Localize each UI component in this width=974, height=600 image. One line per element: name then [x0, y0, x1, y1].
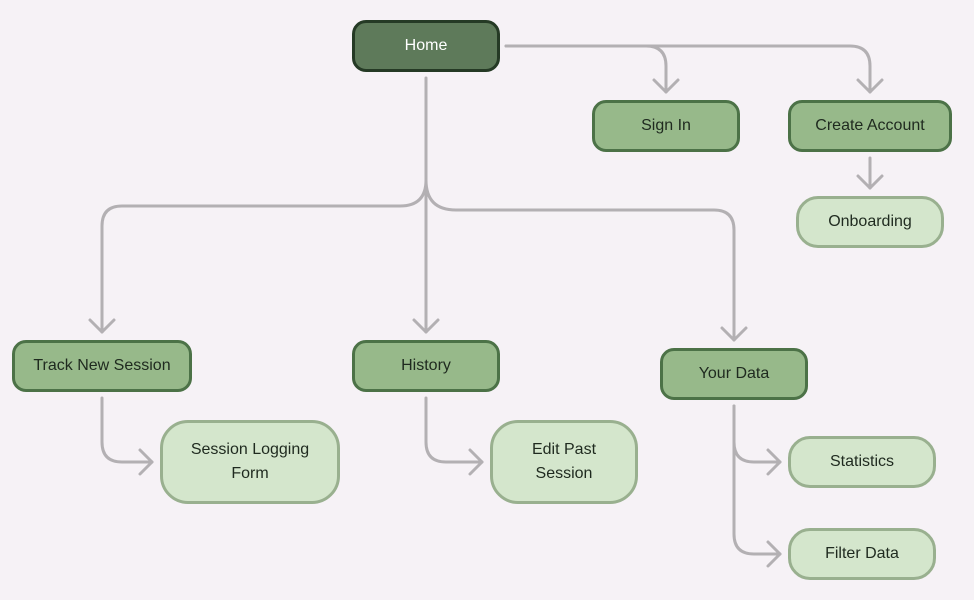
node-label: Sign In — [641, 117, 691, 134]
node-sign-in[interactable]: Sign In — [592, 100, 740, 152]
node-label: Onboarding — [828, 213, 912, 230]
edge-track-session-logging-form — [100, 396, 154, 464]
node-label: Filter Data — [825, 545, 899, 562]
edge-home-create-account — [504, 44, 872, 94]
node-label: History — [401, 357, 451, 374]
arrowhead-session-logging-form — [138, 448, 154, 476]
edge-history-edit-past-session — [424, 396, 484, 464]
edge-home-sign-in — [504, 44, 668, 94]
arrowhead-filter-data — [766, 540, 782, 568]
node-create-account[interactable]: Create Account — [788, 100, 952, 152]
node-history[interactable]: History — [352, 340, 500, 392]
node-your-data[interactable]: Your Data — [660, 348, 808, 400]
node-statistics[interactable]: Statistics — [788, 436, 936, 488]
arrowhead-edit-past-session — [468, 448, 484, 476]
arrowhead-statistics — [766, 448, 782, 476]
node-session-logging-form[interactable]: Session Logging Form — [160, 420, 340, 504]
node-label: Create Account — [815, 117, 925, 134]
arrowhead-onboarding — [856, 174, 884, 190]
node-label: Track New Session — [33, 357, 171, 374]
node-label: Home — [404, 37, 448, 54]
node-filter-data[interactable]: Filter Data — [788, 528, 936, 580]
node-label: Statistics — [829, 453, 894, 470]
arrowhead-history — [412, 318, 440, 334]
arrowhead-your-data — [720, 326, 748, 342]
arrowhead-create-account — [856, 78, 884, 94]
edge-home-your-data — [424, 178, 736, 342]
node-edit-past-session[interactable]: Edit Past Session — [490, 420, 638, 504]
node-track-new-session[interactable]: Track New Session — [12, 340, 192, 392]
arrowhead-sign-in — [652, 78, 680, 94]
edge-home-track-new-session — [100, 178, 428, 334]
node-onboarding[interactable]: Onboarding — [796, 196, 944, 248]
node-home[interactable]: Home — [352, 20, 500, 72]
node-label: Session Logging Form — [190, 441, 310, 482]
edge-your-data-filter-data — [732, 404, 782, 556]
node-label: Edit Past Session — [531, 441, 597, 482]
node-label: Your Data — [698, 365, 770, 382]
arrowhead-track-new-session — [88, 318, 116, 334]
